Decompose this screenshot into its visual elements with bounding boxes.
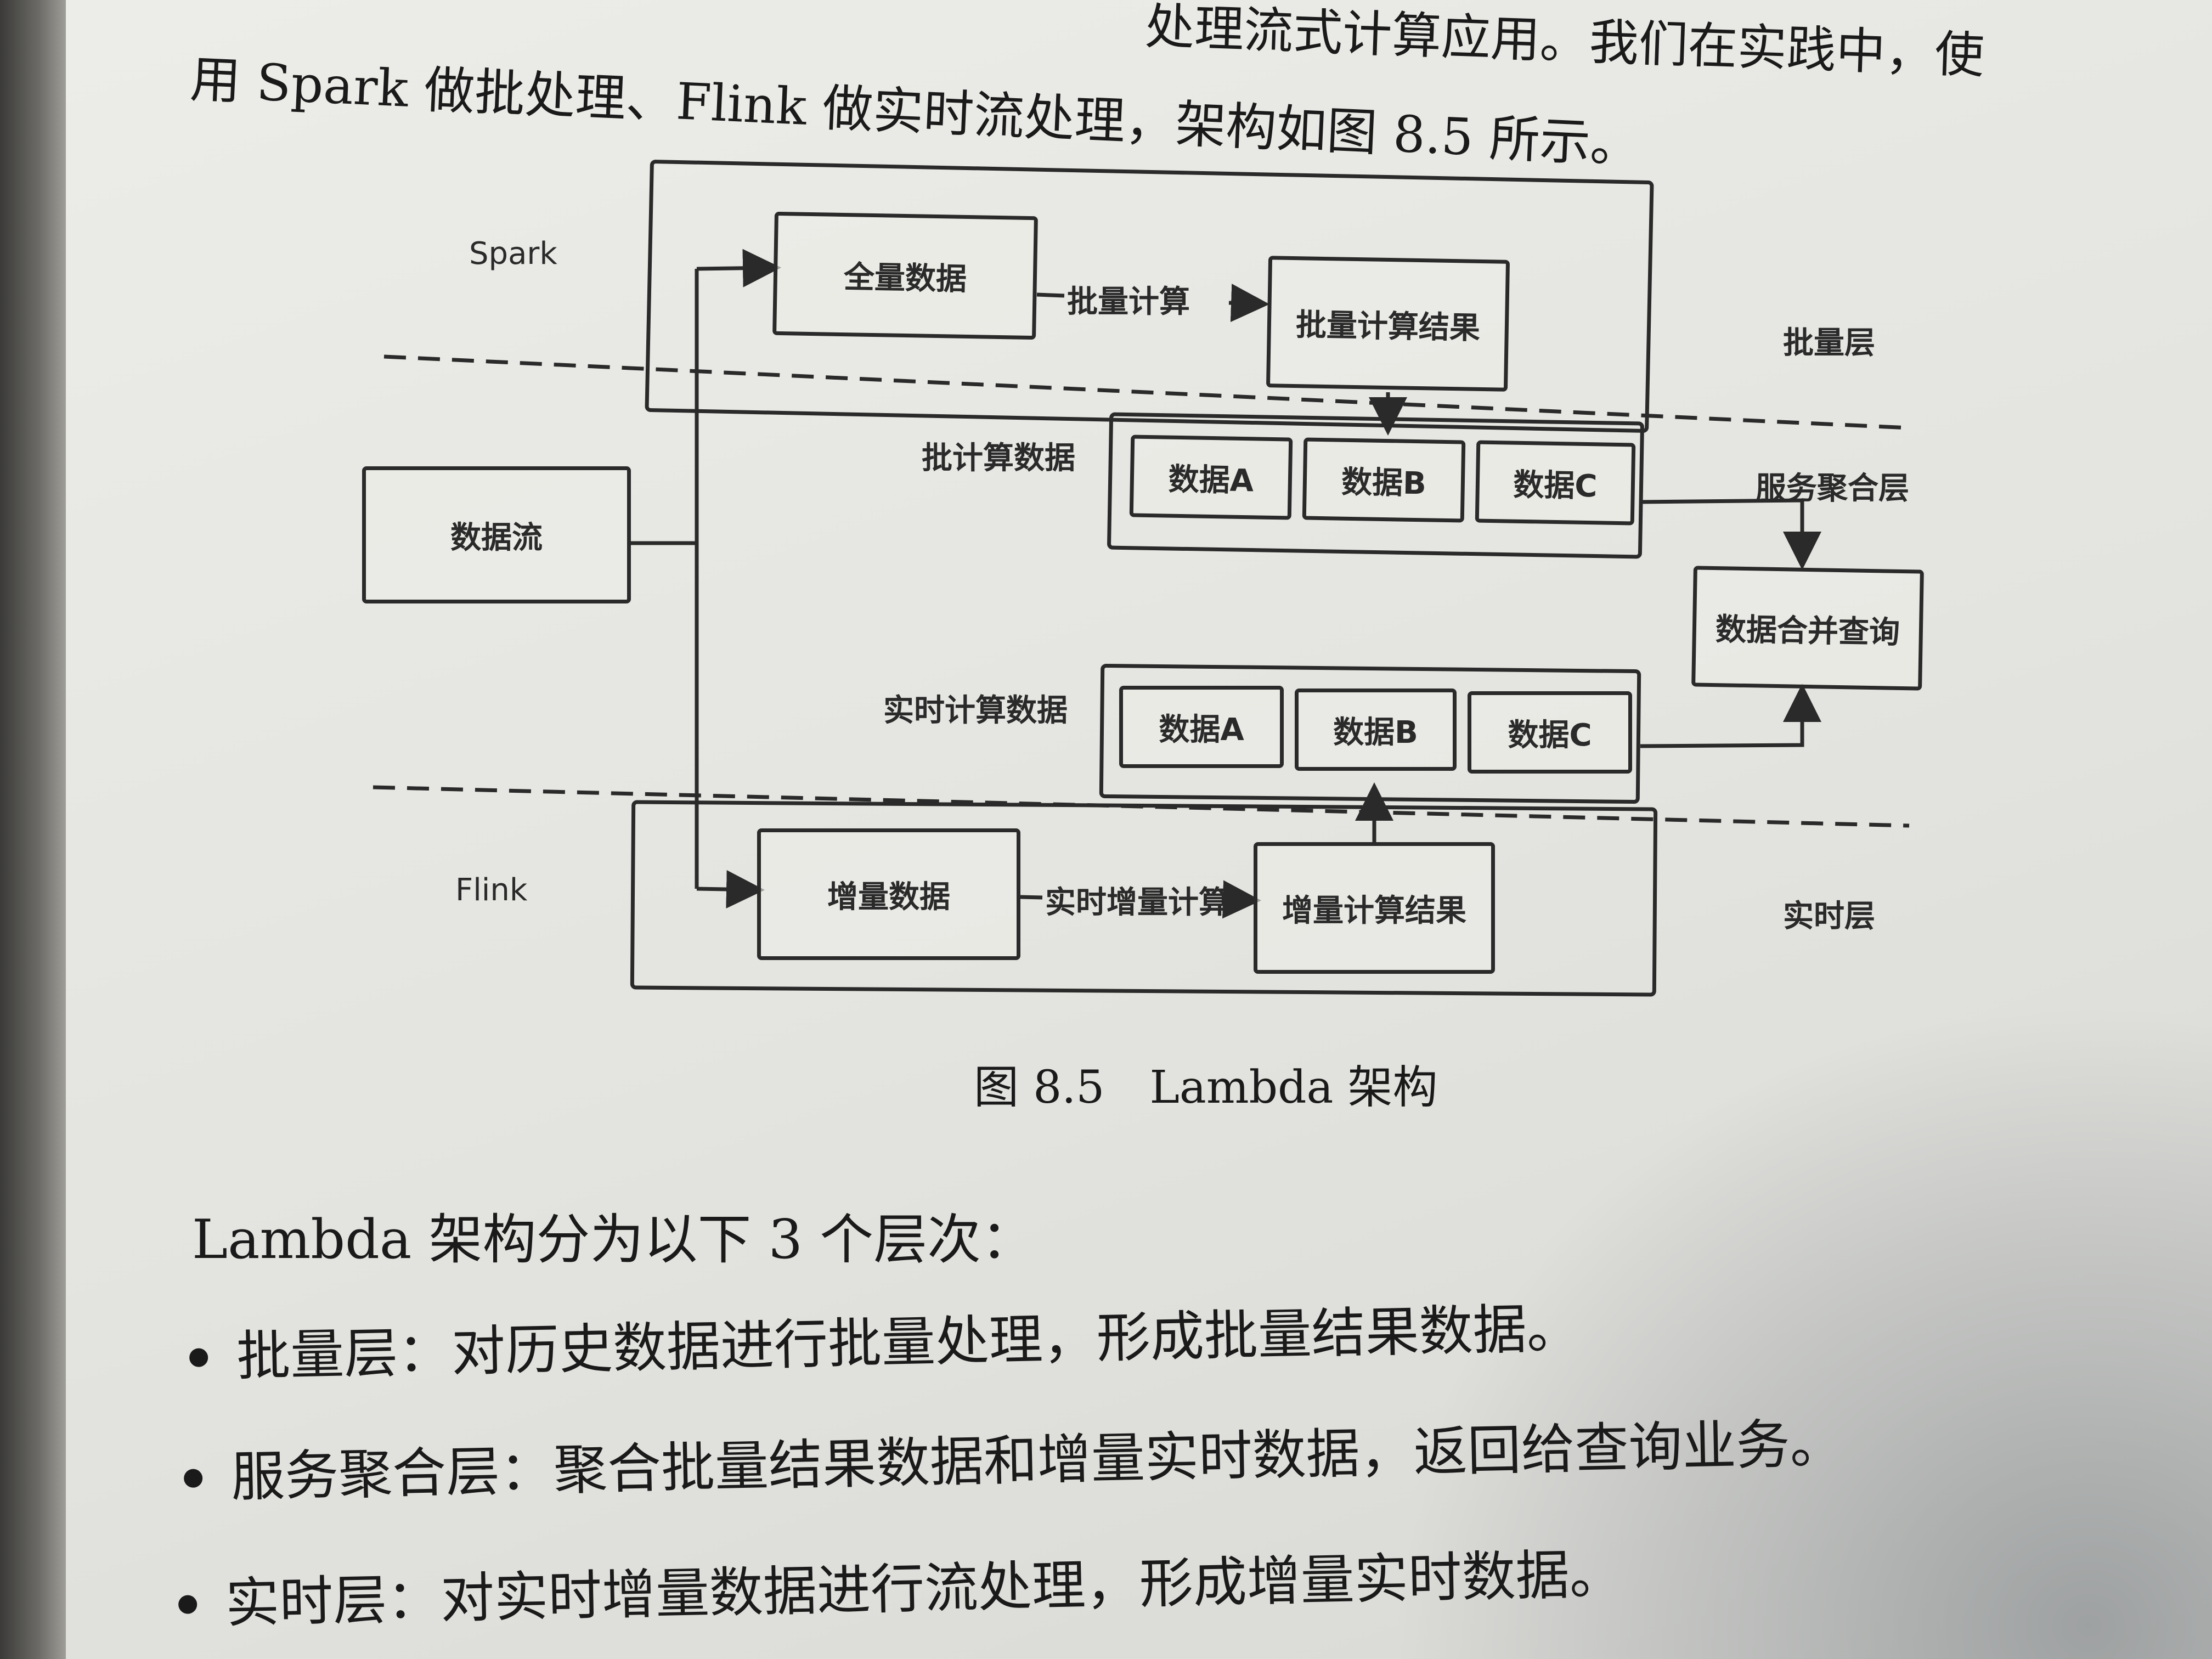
- batch-result-box: 批量计算结果: [1266, 256, 1510, 392]
- hand-shadow: [1389, 1001, 2212, 1659]
- lower-dashed-divider: [373, 785, 1910, 828]
- realtime-compute-line-left: [1020, 895, 1043, 900]
- upper-dashed-divider: [383, 354, 1910, 430]
- batch-compute-label: 批量计算: [1067, 284, 1190, 320]
- realtime-layer-label: 实时层: [1783, 899, 1875, 934]
- to-full-data-arrow: [696, 249, 781, 287]
- batch-data-b: 数据B: [1302, 437, 1466, 523]
- merge-query-box: 数据合并查询: [1691, 566, 1924, 691]
- batch-data-c: 数据C: [1475, 440, 1636, 526]
- to-incremental-data-arrow: [696, 870, 765, 909]
- batch-compute-data-label: 批计算数据: [922, 441, 1075, 476]
- realtime-incremental-compute-label: 实时增量计算: [1045, 885, 1229, 921]
- bullet-dot: [178, 1594, 198, 1614]
- lambda-architecture-diagram: Spark 全量数据 批量计算 批量计算结果 批量层 数据流 批计算数据 数据A…: [340, 159, 1975, 1009]
- batch-compute-line-left: [1036, 292, 1065, 298]
- realtime-data-c: 数据C: [1468, 691, 1632, 774]
- bullet-dot: [189, 1347, 208, 1367]
- incremental-result-box: 增量计算结果: [1254, 842, 1495, 974]
- diagram-connectors: [373, 249, 1910, 919]
- full-data-box: 全量数据: [772, 211, 1038, 340]
- flink-label: Flink: [455, 872, 528, 908]
- batch-data-a: 数据A: [1129, 435, 1293, 520]
- service-layer-label: 服务聚合层: [1756, 471, 1909, 506]
- batch-compute-arrow: [1228, 284, 1269, 323]
- realtime-compute-data-label: 实时计算数据: [883, 693, 1068, 729]
- incremental-data-box: 增量数据: [757, 828, 1020, 960]
- spark-label: Spark: [469, 236, 557, 272]
- batch-layer-label: 批量层: [1783, 325, 1875, 361]
- realtime-data-a: 数据A: [1119, 686, 1284, 768]
- lead-paragraph: Lambda 架构分为以下 3 个层次：: [192, 1209, 1035, 1271]
- realtime-to-merge-arrow: [1640, 684, 1821, 748]
- batch-to-merge-arrow: [1640, 498, 1821, 570]
- bullet-dot: [183, 1468, 203, 1488]
- figure-caption: 图 8.5 Lambda 架构: [974, 1062, 1438, 1114]
- data-stream-box: 数据流: [362, 466, 631, 603]
- realtime-data-b: 数据B: [1295, 689, 1457, 771]
